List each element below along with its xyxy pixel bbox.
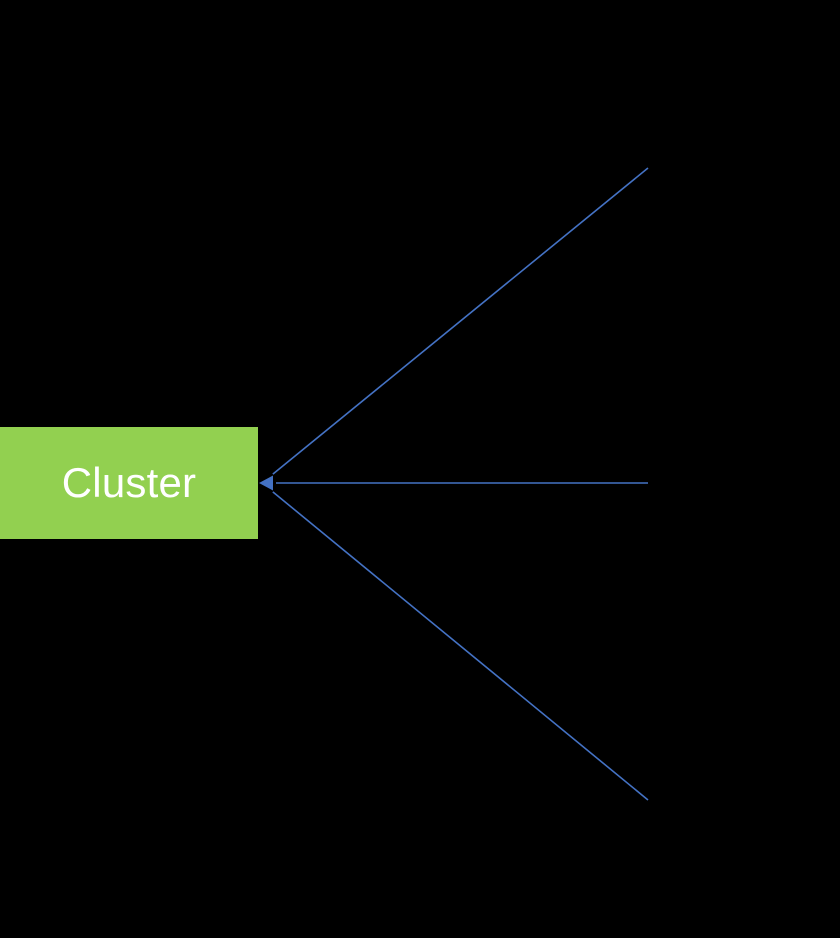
arrowhead-left-icon xyxy=(259,475,273,491)
connector-top-line[interactable] xyxy=(272,167,649,475)
connector-bottom-line[interactable] xyxy=(272,491,649,801)
node-cluster[interactable]: Cluster xyxy=(0,427,258,539)
node-cluster-label: Cluster xyxy=(61,459,197,506)
